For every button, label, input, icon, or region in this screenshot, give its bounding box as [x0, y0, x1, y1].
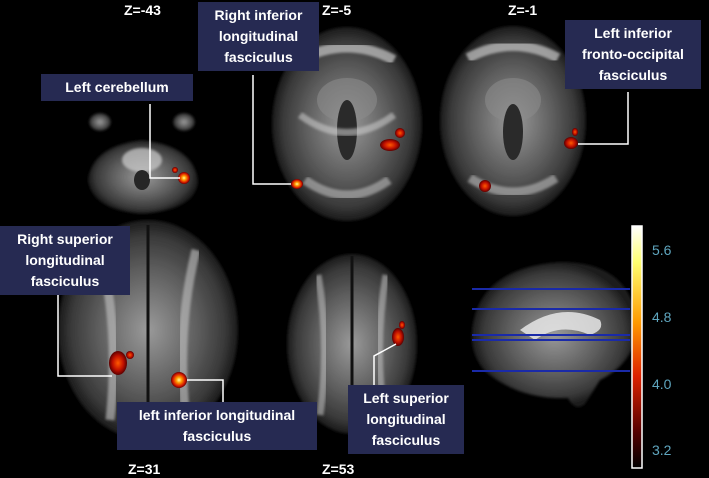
- slice-label-z31: Z=31: [128, 461, 161, 477]
- callout-right-inferior-longitudinal-fasciculus: Right inferior longitudinal fasciculus: [198, 2, 319, 71]
- slice-label-z-43: Z=-43: [124, 2, 161, 18]
- leader-lines: [57, 75, 629, 405]
- activation-cluster-left-ilf: [171, 372, 187, 388]
- slice-z-1: [440, 26, 586, 216]
- callout-left-inferior-longitudinal-fasciculus: left inferior longitudinal fasciculus: [117, 402, 317, 450]
- colorbar-tick-4-0: 4.0: [652, 375, 672, 392]
- sagittal-reference: [471, 262, 637, 407]
- activation-cluster-left-slf: [392, 328, 404, 346]
- activation-cluster-right-ilf: [291, 179, 303, 189]
- callout-left-cerebellum: Left cerebellum: [41, 74, 193, 101]
- activation-cluster-right-slf: [109, 351, 127, 375]
- callout-left-superior-longitudinal-fasciculus: Left superior longitudinal fasciculus: [348, 385, 464, 454]
- colorbar-tick-3-2: 3.2: [652, 442, 672, 459]
- slice-label-z53: Z=53: [322, 461, 355, 477]
- slice-label-z-1: Z=-1: [508, 2, 538, 18]
- colorbar-tick-4-8: 4.8: [652, 308, 672, 325]
- callout-right-superior-longitudinal-fasciculus: Right superior longitudinal fasciculus: [0, 226, 130, 295]
- activation-cluster-cerebellum: [178, 172, 190, 184]
- slice-z-43: [88, 113, 198, 214]
- activation-cluster-left-ifof: [564, 137, 578, 149]
- activation-cluster-z-5-left: [380, 139, 400, 151]
- colorbar-tick-5-6: 5.6: [652, 242, 672, 259]
- callout-left-inferior-fronto-occipital-fasciculus: Left inferior fronto-occipital fasciculu…: [565, 20, 701, 89]
- slice-position-lines: [472, 288, 630, 372]
- slice-label-z-5: Z=-5: [322, 2, 352, 18]
- colorbar: [631, 225, 643, 469]
- activation-cluster-z-1-right: [479, 180, 491, 192]
